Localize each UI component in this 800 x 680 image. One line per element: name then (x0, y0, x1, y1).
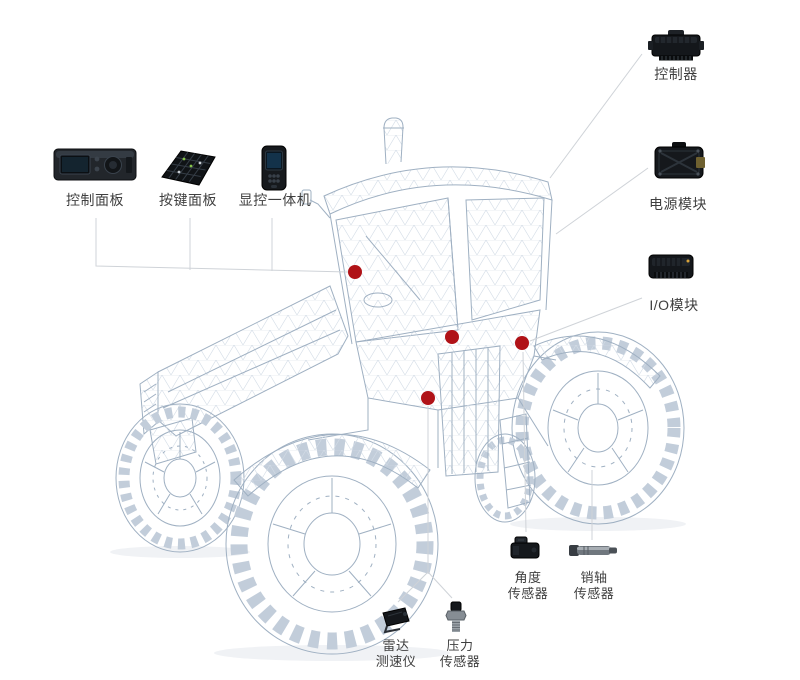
marker-dot (421, 391, 435, 405)
exhaust-pipe (383, 117, 404, 165)
marker-dot (515, 336, 529, 350)
label-power-module: 电源模块 (649, 196, 707, 212)
label-io-module: I/O模块 (649, 297, 699, 313)
label-pressure-sensor: 压力 传感器 (439, 638, 481, 670)
label-angle-sensor: 角度 传感器 (507, 570, 549, 602)
ground-shadows (110, 517, 686, 661)
display-terminal-icon (259, 144, 289, 192)
chassis (307, 309, 557, 509)
label-keypad-panel: 按键面板 (159, 192, 217, 208)
callout-leader-lines (95, 53, 649, 603)
pressure-sensor-icon (444, 600, 468, 634)
position-markers (348, 265, 529, 405)
control-panel-icon (52, 142, 138, 186)
io-module-icon (646, 250, 696, 284)
front-right-wheel (474, 433, 536, 523)
cab (301, 166, 553, 345)
label-pin-shaft-sensor: 销轴 传感器 (573, 570, 615, 602)
tractor-wireframe (115, 117, 685, 655)
left-fender (233, 434, 431, 497)
label-radar-speed-sensor: 雷达 测速仪 (375, 638, 417, 670)
controller-icon (648, 26, 704, 62)
marker-dot (348, 265, 362, 279)
label-controller: 控制器 (654, 66, 698, 82)
radar-speed-sensor-icon (376, 604, 414, 634)
angle-sensor-icon (506, 534, 544, 562)
label-display-terminal: 显控一体机 (238, 192, 312, 208)
rear-right-wheel (511, 331, 685, 525)
label-control-panel: 控制面板 (66, 192, 124, 208)
pin-shaft-sensor-icon (568, 542, 618, 558)
marker-dot (445, 330, 459, 344)
hood (139, 285, 349, 465)
power-module-icon (652, 140, 706, 182)
keypad-panel-icon (157, 146, 219, 186)
right-fender (533, 335, 661, 389)
